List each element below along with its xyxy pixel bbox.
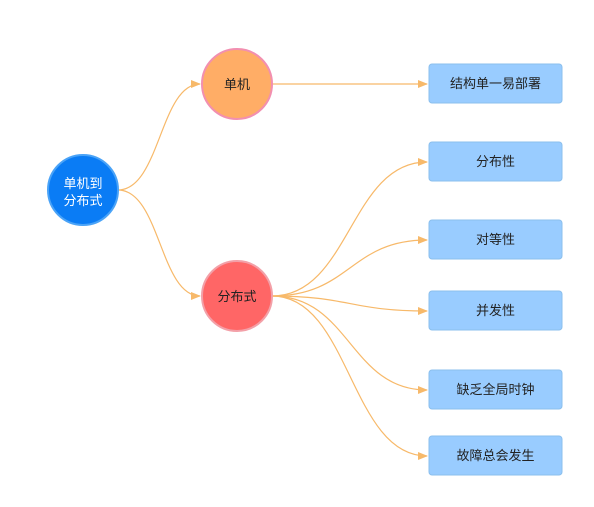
leaf-node-distributed-1-label: 分布性 [476,155,515,170]
edge-distributed-to-child-1 [271,158,428,297]
edge-distributed-to-child-3 [271,295,428,315]
leaf-node-distributed-4-box [428,369,563,410]
leaf-node-distributed-4[interactable]: 缺乏全局时钟 [428,369,563,410]
edge-distributed-to-child-5 [271,295,428,460]
branch-node-standalone-label: 单机 [224,78,250,93]
root-node-label-line-1: 单机到 [63,177,102,192]
leaf-node-distributed-3-label: 并发性 [476,303,515,319]
leaf-node-distributed-4-label: 缺乏全局时钟 [456,382,534,398]
leaf-node-distributed-5[interactable]: 故障总会发生 [428,435,563,476]
branch-node-standalone-circle [201,48,273,120]
leaf-node-distributed-3[interactable]: 并发性 [428,290,563,331]
root-node-label-line-2: 分布式 [63,194,102,209]
branch-node-distributed-circle [201,260,273,332]
branch-node-distributed[interactable]: 分布式 [201,260,273,332]
edge-root-to-standalone [117,80,201,191]
leaf-node-standalone-1-box [428,63,563,104]
leaf-node-distributed-1[interactable]: 分布性 [428,141,563,182]
leaf-node-distributed-5-box [428,435,563,476]
leaf-node-distributed-2[interactable]: 对等性 [428,219,563,260]
edge-root-to-distributed [117,189,201,300]
edge-distributed-to-child-4 [271,295,428,394]
leaf-node-distributed-1-box [428,141,563,182]
edge-distributed-to-child-2 [271,236,428,297]
leaf-node-standalone-1[interactable]: 结构单一易部署 [428,63,563,104]
leaf-node-distributed-3-box [428,290,563,331]
branch-node-distributed-label: 分布式 [217,290,256,305]
leaf-node-standalone-1-label: 结构单一易部署 [450,77,541,92]
root-node[interactable]: 单机到 分布式 [47,154,119,226]
leaf-node-distributed-2-label: 对等性 [476,232,515,248]
leaf-node-distributed-2-box [428,219,563,260]
leaf-node-distributed-5-label: 故障总会发生 [456,448,534,464]
root-node-circle [47,154,119,226]
branch-node-standalone[interactable]: 单机 [201,48,273,120]
